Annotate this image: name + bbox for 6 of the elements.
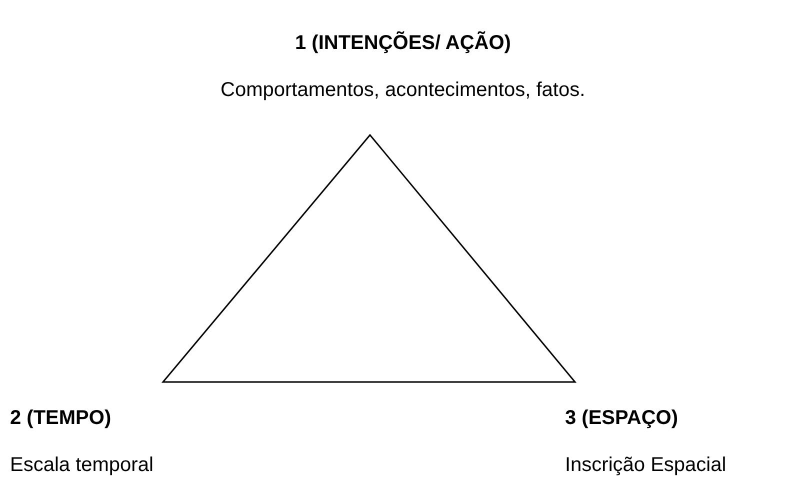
heading: 1 (INTENÇÕES/ AÇÃO) [295, 31, 511, 55]
vertex-heading: 3 (ESPAÇO) [565, 406, 678, 430]
vertex-heading: 2 (TEMPO) [10, 406, 112, 430]
vertex-description: Escala temporal [10, 453, 154, 477]
description-text: Comportamentos, acontecimentos, fatos. [220, 78, 586, 102]
vertex-description: Inscrição Espacial [565, 453, 726, 477]
